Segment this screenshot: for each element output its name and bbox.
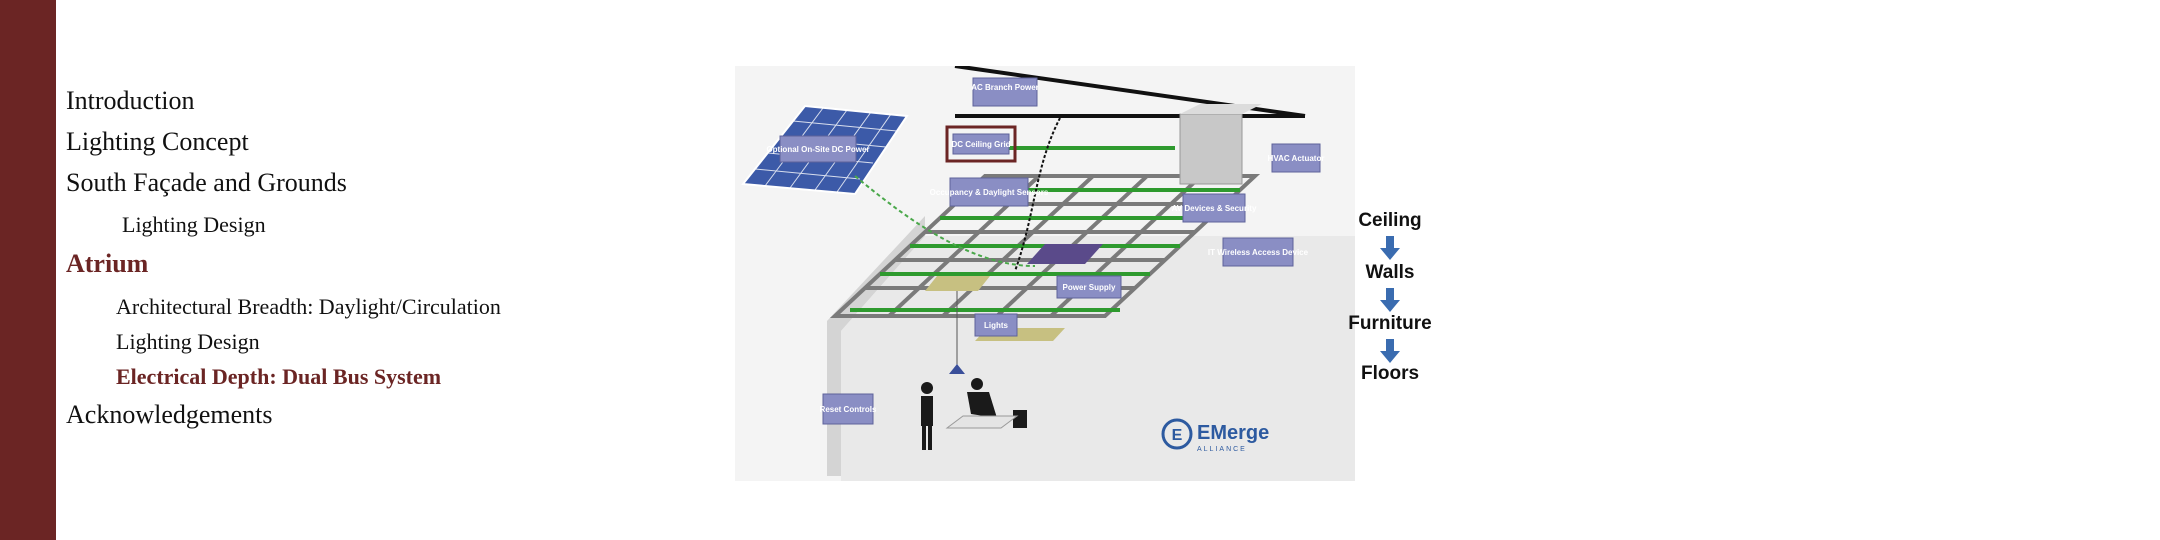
outline-south-lighting-design[interactable]: Lighting Design — [122, 212, 266, 237]
label-ac-branch-power: AC Branch Power — [971, 77, 1039, 107]
flow-ceiling: Ceiling — [1358, 210, 1422, 231]
dual-bus-diagram: AC Branch Power Optional On-Site DC Powe… — [735, 66, 1355, 481]
svg-text:ALLIANCE: ALLIANCE — [1197, 446, 1247, 453]
label-lights: Lights — [974, 313, 1018, 337]
outline-electrical-depth[interactable]: Electrical Depth: Dual Bus System — [116, 364, 442, 389]
power-supply-unit — [1027, 244, 1103, 264]
svg-text:Reset Controls: Reset Controls — [820, 405, 877, 414]
outline-atrium[interactable]: Atrium — [66, 249, 149, 278]
svg-text:HVAC Actuator: HVAC Actuator — [1268, 154, 1325, 163]
outline-atrium-lighting-design[interactable]: Lighting Design — [116, 329, 260, 354]
outline-south-facade[interactable]: South Façade and Grounds — [66, 168, 347, 197]
svg-text:EMerge: EMerge — [1197, 422, 1269, 444]
label-it-wireless: IT Wireless Access Device — [1208, 237, 1309, 267]
outline-acknowledgements[interactable]: Acknowledgements — [66, 400, 273, 429]
svg-text:Lights: Lights — [984, 321, 1009, 330]
down-arrow-icon — [1380, 339, 1400, 363]
label-power-supply: Power Supply — [1056, 275, 1122, 299]
label-av-devices: AV Devices & Security — [1172, 193, 1257, 223]
svg-text:DC Ceiling Grid: DC Ceiling Grid — [951, 140, 1010, 149]
solar-feed-line — [854, 175, 1036, 267]
outline-introduction[interactable]: Introduction — [66, 86, 195, 115]
ceiling-panel-icon — [925, 276, 990, 291]
svg-text:IT Wireless Access Device: IT Wireless Access Device — [1208, 248, 1309, 257]
svg-text:AC Branch Power: AC Branch Power — [971, 83, 1039, 92]
emerge-alliance-logo: E EMerge ALLIANCE — [1161, 418, 1269, 453]
svg-text:Occupancy & Daylight Sensors: Occupancy & Daylight Sensors — [930, 188, 1049, 197]
pendant-lamp-icon — [949, 364, 965, 374]
down-arrow-icon — [1380, 236, 1400, 260]
label-dc-ceiling-grid: DC Ceiling Grid — [945, 125, 1017, 163]
svg-text:AV Devices & Security: AV Devices & Security — [1172, 204, 1257, 213]
svg-text:E: E — [1172, 427, 1183, 444]
label-reset-controls: Reset Controls — [820, 393, 877, 425]
desk-icon — [945, 415, 1019, 429]
outline-lighting-concept[interactable]: Lighting Concept — [66, 127, 249, 156]
flow-walls: Walls — [1365, 262, 1415, 283]
sidebar-bar — [0, 0, 56, 540]
label-hvac-actuator: HVAC Actuator — [1268, 143, 1325, 173]
people-at-desk-icon — [921, 378, 1027, 450]
label-optional-dc-power: Optional On-Site DC Power — [766, 135, 870, 163]
svg-text:Optional On-Site DC Power: Optional On-Site DC Power — [766, 145, 869, 154]
ac-drop-cable — [1014, 117, 1061, 272]
svg-text:Power Supply: Power Supply — [1063, 283, 1116, 292]
down-arrow-icon — [1380, 288, 1400, 312]
hvac-duct-icon — [1179, 104, 1262, 185]
flow-furniture: Furniture — [1348, 313, 1432, 334]
label-occupancy-sensors: Occupancy & Daylight Sensors — [930, 177, 1049, 207]
outline-architectural-breadth[interactable]: Architectural Breadth: Daylight/Circulat… — [116, 294, 501, 319]
flow-floors: Floors — [1360, 363, 1420, 384]
